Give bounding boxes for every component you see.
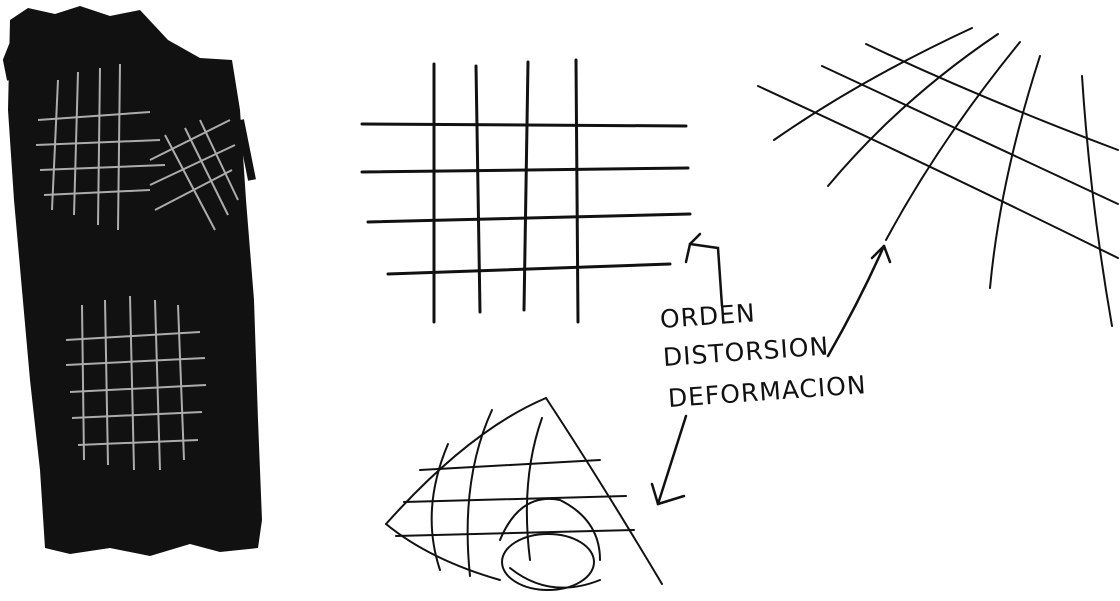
arrow-to-orderly-grid: [686, 234, 722, 306]
deformed-grid: [386, 398, 662, 590]
orderly-grid: [362, 60, 690, 322]
black-marker-swatch: [6, 6, 262, 556]
arrow-to-distorted-grid: [828, 246, 890, 356]
distorted-grid: [758, 28, 1118, 326]
arrow-to-deformed-grid: [652, 416, 686, 504]
